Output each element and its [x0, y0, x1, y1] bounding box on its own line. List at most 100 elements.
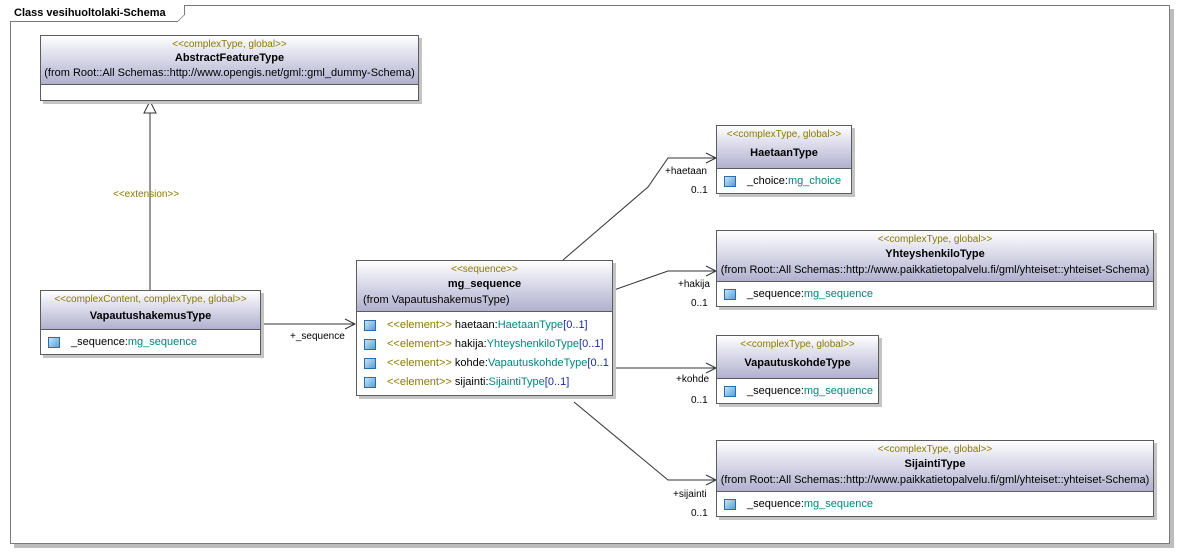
class-name: VapautushakemusType: [89, 310, 212, 322]
element-stereotype: <<element>>: [387, 338, 452, 350]
class-attributes: _choice:mg_choice: [717, 169, 851, 193]
class-header: <<complexType, global>> YhteyshenkiloTyp…: [717, 231, 1153, 282]
attribute-name: _sequence:: [747, 385, 804, 397]
class-stereotype: <<complexType, global>>: [877, 234, 993, 245]
class-header: <<complexType, global>> HaetaanType: [717, 126, 851, 169]
class-origin: (from Root::All Schemas::http://www.paik…: [720, 264, 1150, 276]
element-multiplicity: [0..1]: [579, 338, 604, 350]
class-header: <<complexType, global>> SijaintiType (fr…: [717, 441, 1153, 492]
element-row-sijainti: <<element>> sijainti:SijaintiType[0..1]: [357, 373, 612, 392]
class-haetaan-type[interactable]: <<complexType, global>> HaetaanType _cho…: [716, 125, 852, 194]
element-multiplicity: [0..1: [587, 357, 609, 369]
attribute-type: mg_sequence: [127, 336, 197, 348]
element-type: YhteyshenkiloType: [486, 338, 580, 350]
element-icon: [364, 358, 376, 369]
class-name: SijaintiType: [904, 458, 966, 470]
attribute-type: mg_choice: [787, 175, 842, 187]
generalization-arrowhead: [143, 99, 157, 114]
attribute-row: _sequence:mg_sequence: [717, 285, 1153, 303]
class-stereotype: <<sequence>>: [451, 264, 518, 275]
attribute-type: mg_sequence: [803, 288, 873, 300]
element-icon: [364, 339, 376, 350]
element-name: sijainti:: [451, 376, 489, 388]
element-stereotype: <<element>>: [387, 376, 452, 388]
element-type: SijaintiType: [488, 376, 545, 388]
attribute-row: _choice:mg_choice: [717, 172, 851, 190]
attribute-row: _sequence:mg_sequence: [717, 382, 878, 400]
class-stereotype: <<complexContent, complexType, global>>: [54, 294, 247, 305]
class-name: HaetaanType: [750, 147, 818, 159]
extension-label: <<extension>>: [113, 189, 180, 200]
element-icon: [364, 320, 376, 331]
attribute-name: _sequence:: [747, 498, 804, 510]
kohde-role-label: +kohde: [676, 374, 710, 385]
attribute-type: mg_sequence: [803, 385, 873, 397]
class-vapautuskohde-type[interactable]: <<complexType, global>> VapautuskohdeTyp…: [716, 335, 879, 404]
class-attributes: _sequence:mg_sequence: [41, 330, 260, 354]
element-multiplicity: [0..1]: [563, 319, 588, 331]
element-name: hakija:: [451, 338, 487, 350]
class-sijainti-type[interactable]: <<complexType, global>> SijaintiType (fr…: [716, 440, 1154, 517]
attribute-name: _sequence:: [747, 288, 804, 300]
class-header: <<complexType, global>> VapautuskohdeTyp…: [717, 336, 878, 379]
diagram-frame-title: Class vesihuoltolaki-Schema: [10, 5, 185, 22]
hakija-role-label: +hakija: [678, 279, 710, 290]
attribute-icon: [48, 337, 60, 348]
class-stereotype: <<complexType, global>>: [740, 339, 855, 350]
class-compartment: [41, 85, 418, 90]
class-vapautushakemus-type[interactable]: <<complexContent, complexType, global>> …: [40, 290, 261, 355]
class-elements: <<element>> haetaan:HaetaanType[0..1] <<…: [357, 312, 612, 395]
element-row-hakija: <<element>> hakija:YhteyshenkiloType[0..…: [357, 335, 612, 354]
class-name: VapautuskohdeType: [744, 357, 851, 369]
element-type: VapautuskohdeType: [487, 357, 588, 369]
class-abstract-feature-type[interactable]: <<complexType, global>> AbstractFeatureT…: [40, 35, 419, 101]
haetaan-multiplicity-label: 0..1: [691, 185, 708, 196]
class-stereotype: <<complexType, global>>: [877, 444, 993, 455]
attribute-icon: [724, 289, 736, 300]
hakija-multiplicity-label: 0..1: [691, 298, 708, 309]
class-attributes: _sequence:mg_sequence: [717, 492, 1153, 516]
class-header: <<sequence>> mg_sequence (from Vapautush…: [357, 261, 612, 312]
element-multiplicity: [0..1]: [544, 376, 570, 388]
class-yhteyshenkilo-type[interactable]: <<complexType, global>> YhteyshenkiloTyp…: [716, 230, 1154, 307]
element-icon: [364, 377, 376, 388]
attribute-name: _choice:: [747, 175, 788, 187]
element-stereotype: <<element>>: [387, 357, 452, 369]
sijainti-connector: [573, 401, 716, 481]
element-type: HaetaanType: [497, 319, 564, 331]
class-origin: (from Root::All Schemas::http://www.open…: [44, 67, 415, 79]
haetaan-connector: [562, 157, 716, 261]
attribute-type: mg_sequence: [803, 498, 873, 510]
class-stereotype: <<complexType, global>>: [172, 39, 287, 50]
class-name: mg_sequence: [447, 278, 522, 290]
class-name: YhteyshenkiloType: [885, 248, 985, 260]
sijainti-role-label: +sijainti: [673, 489, 707, 500]
class-name: AbstractFeatureType: [174, 52, 285, 64]
haetaan-role-label: +haetaan: [665, 166, 707, 177]
class-attributes: _sequence:mg_sequence: [717, 379, 878, 403]
element-name: kohde:: [451, 357, 488, 369]
class-stereotype: <<complexType, global>>: [726, 129, 842, 140]
sequence-role-label: +_sequence: [290, 331, 345, 342]
sequence-arrowhead: [344, 318, 357, 330]
class-origin: (from Root::All Schemas::http://www.paik…: [720, 474, 1150, 486]
class-header: <<complexContent, complexType, global>> …: [41, 291, 260, 330]
attribute-icon: [724, 386, 736, 397]
element-row-kohde: <<element>> kohde:VapautuskohdeType[0..1: [357, 354, 612, 373]
attribute-row: _sequence:mg_sequence: [41, 333, 260, 351]
hakija-connector: [610, 270, 716, 292]
class-header: <<complexType, global>> AbstractFeatureT…: [41, 36, 418, 85]
attribute-icon: [724, 499, 736, 510]
class-mg-sequence[interactable]: <<sequence>> mg_sequence (from Vapautush…: [356, 260, 613, 396]
element-stereotype: <<element>>: [387, 319, 452, 331]
attribute-icon: [724, 176, 736, 187]
element-name: haetaan:: [451, 319, 498, 331]
attribute-name: _sequence:: [71, 336, 128, 348]
element-row-haetaan: <<element>> haetaan:HaetaanType[0..1]: [357, 316, 612, 335]
class-attributes: _sequence:mg_sequence: [717, 282, 1153, 306]
class-origin: (from VapautushakemusType): [363, 294, 510, 306]
attribute-row: _sequence:mg_sequence: [717, 495, 1153, 513]
sijainti-multiplicity-label: 0..1: [691, 508, 708, 519]
kohde-multiplicity-label: 0..1: [691, 395, 708, 406]
